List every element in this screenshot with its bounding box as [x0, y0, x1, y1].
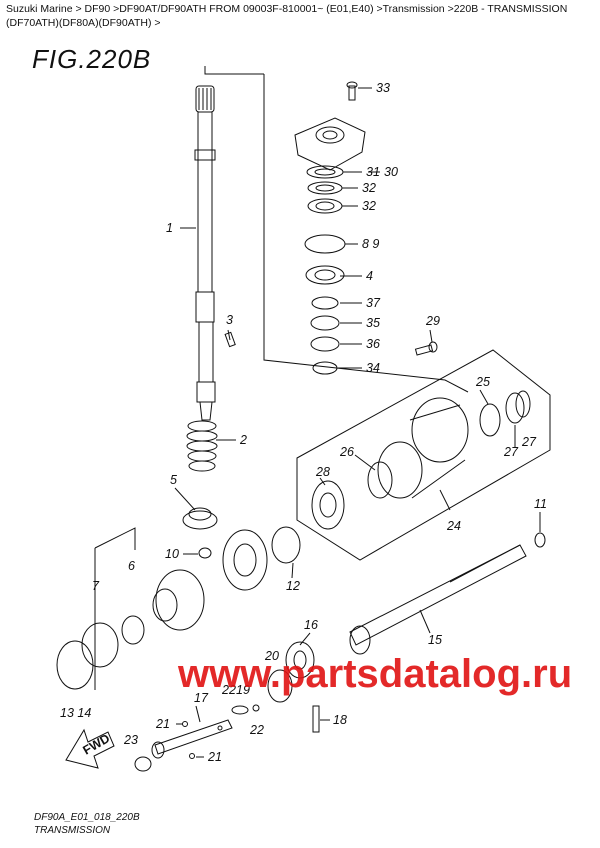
callout-18[interactable]: 18 — [333, 713, 347, 727]
callout-36[interactable]: 36 — [366, 337, 380, 351]
seal-32a — [307, 181, 343, 195]
callout-7[interactable]: 7 — [92, 579, 100, 593]
callout-15[interactable]: 15 — [428, 633, 442, 647]
ball-21b — [189, 753, 195, 759]
callout-29[interactable]: 29 — [425, 314, 440, 328]
callout-27-b[interactable]: 27 — [521, 435, 537, 449]
bearing-housing-part[interactable] — [294, 117, 366, 171]
callout-1[interactable]: 1 — [166, 221, 173, 235]
callout-5[interactable]: 5 — [170, 473, 177, 487]
callout-37[interactable]: 37 — [366, 296, 381, 310]
callout-2[interactable]: 2 — [239, 433, 247, 447]
bearing-4 — [305, 265, 345, 285]
callout-20[interactable]: 20 — [264, 649, 279, 663]
washer-35 — [310, 315, 340, 331]
callout-10[interactable]: 10 — [165, 547, 179, 561]
washer-34 — [312, 361, 338, 375]
bracket-line-left — [94, 527, 136, 550]
callout-6[interactable]: 6 — [128, 559, 135, 573]
clutch-dog-part[interactable] — [285, 641, 315, 679]
callout-28[interactable]: 28 — [315, 465, 330, 479]
callout-22-a[interactable]: 22 — [221, 683, 236, 697]
breadcrumb-line-1[interactable]: Suzuki Marine > DF90 >DF90AT/DF90ATH FRO… — [6, 3, 568, 15]
bolt-29-part — [414, 341, 438, 356]
fwd-arrow-icon: FWD — [65, 728, 115, 769]
bearing-25 — [479, 403, 501, 437]
figure-title: FIG.220B — [32, 44, 152, 74]
seal-27a — [505, 392, 525, 424]
breadcrumb-line-2[interactable]: (DF70ATH)(DF80A)(DF90ATH) > — [6, 17, 161, 29]
gear-housing-part[interactable] — [367, 397, 469, 499]
callout-22-b[interactable]: 22 — [249, 723, 264, 737]
bracket-line-right — [263, 74, 469, 393]
spring-19 — [231, 705, 249, 715]
callout-32-a[interactable]: 32 — [362, 181, 376, 195]
clip-11 — [534, 532, 546, 548]
propeller-shaft-part[interactable] — [349, 544, 527, 655]
callout-19[interactable]: 19 — [236, 683, 250, 697]
callout-11[interactable]: 11 — [534, 497, 547, 511]
callout-35[interactable]: 35 — [366, 316, 380, 330]
bearing-6 — [121, 615, 145, 645]
drive-shaft-part[interactable] — [194, 85, 216, 421]
shift-rod-part[interactable] — [151, 719, 233, 759]
bracket-line-shaft — [204, 66, 264, 75]
pinion-gear-part[interactable] — [182, 507, 218, 530]
bellows-part[interactable] — [186, 420, 218, 472]
gear-case-box — [296, 349, 551, 561]
forward-gear-part[interactable] — [222, 529, 268, 591]
ball-21a — [182, 721, 188, 727]
callout-34[interactable]: 34 — [366, 361, 380, 375]
callout-24[interactable]: 24 — [446, 519, 461, 533]
callout-13-14[interactable]: 13 14 — [60, 706, 91, 720]
bearing-28 — [311, 480, 345, 530]
diagram-caption: TRANSMISSION — [34, 825, 111, 836]
callout-4[interactable]: 4 — [366, 269, 373, 283]
bolt-33-part — [346, 81, 358, 101]
pin-18 — [312, 705, 320, 733]
callout-30[interactable]: 30 — [384, 165, 398, 179]
callout-17[interactable]: 17 — [194, 691, 209, 705]
reverse-gear-part[interactable] — [152, 569, 205, 631]
callout-21-a[interactable]: 21 — [155, 717, 170, 731]
callout-27-a[interactable]: 27 — [503, 445, 519, 459]
callout-8-9[interactable]: 8 9 — [362, 237, 379, 251]
callout-31[interactable]: 31 — [366, 165, 380, 179]
callout-12[interactable]: 12 — [286, 579, 300, 593]
callout-21-b[interactable]: 21 — [207, 750, 222, 764]
callout-23[interactable]: 23 — [123, 733, 138, 747]
oring-8-9 — [304, 234, 346, 254]
seal-27b — [515, 390, 531, 418]
ball-22b — [217, 725, 223, 731]
seal-32b — [307, 198, 343, 214]
oring-12 — [271, 526, 301, 564]
washer-10 — [198, 547, 212, 559]
bearing-7 — [81, 622, 119, 668]
callout-32-b[interactable]: 32 — [362, 199, 376, 213]
breadcrumb: Suzuki Marine > DF90 >DF90AT/DF90ATH FRO… — [6, 2, 596, 30]
watermark: www.partsdatalog.ru — [178, 652, 573, 696]
diagram-code: DF90A_E01_018_220B — [34, 812, 140, 823]
spring-ring-20 — [267, 669, 293, 703]
callout-25[interactable]: 25 — [475, 375, 490, 389]
callout-26[interactable]: 26 — [339, 445, 354, 459]
washer-23 — [134, 756, 152, 772]
ball-22a — [252, 704, 260, 712]
callout-3[interactable]: 3 — [226, 313, 233, 327]
shim-36 — [310, 336, 340, 352]
washer-37 — [311, 296, 339, 310]
callout-33[interactable]: 33 — [376, 81, 390, 95]
callout-16[interactable]: 16 — [304, 618, 318, 632]
shim-13-14 — [56, 640, 94, 690]
pin-part — [224, 331, 236, 348]
